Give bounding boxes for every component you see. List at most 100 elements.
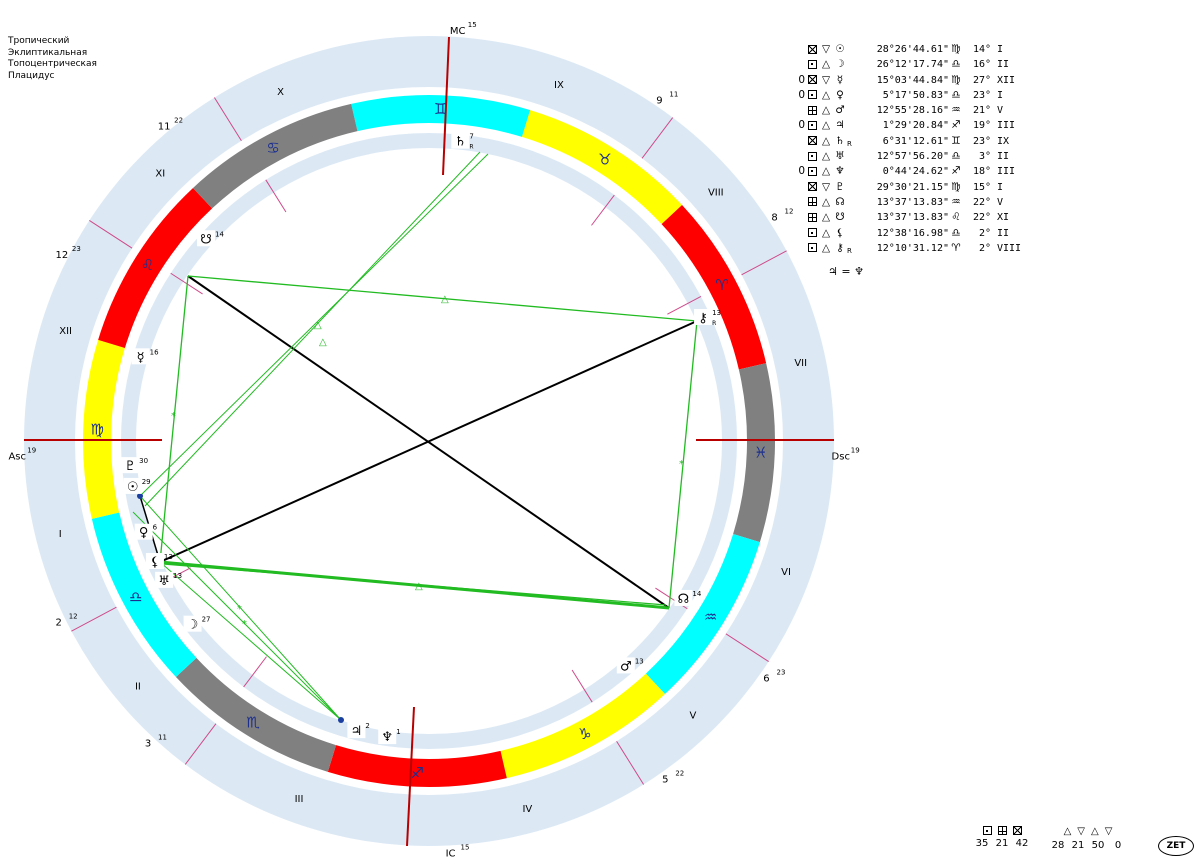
planet-glyph: ♅ [158,574,170,589]
zodiac-sign-glyph: ♐ [411,764,424,782]
planet-degree: 14° [972,44,991,55]
planet-glyph-bg [378,728,397,745]
planet-glyph: ⚸ [836,226,844,239]
setting-coordinates: Эклиптикальная [8,47,88,58]
retrograde-marker [847,62,857,68]
aspect-marker-sextile: * [242,619,247,630]
planet-row: 0△♃1°29'20.84"♐19°III [795,118,1037,133]
summary-value: 50 [1091,840,1105,851]
summary-value: 21 [995,838,1009,849]
planet-degree: 16 [150,348,159,356]
planet-position: 6°31'12.61" [882,135,949,147]
zodiac-sign-glyph: ♈ [715,276,728,294]
zodiac-sign-glyph: ♒ [704,608,717,626]
cusp-label: 12 [56,250,69,261]
planet-position: 28°26'44.61" [876,44,949,55]
cusp-labels: MC1511221223Asc19212311IC15522623Dsc1981… [8,21,859,857]
cusp-label: IC [446,848,456,857]
triangle-up-icon: △ [1063,826,1072,837]
retrograde-marker: R [712,320,716,327]
sign-glyph: ♎ [951,88,961,101]
planet-degree: 27 [202,616,211,624]
element-triangle-icon: △ [821,150,831,163]
zodiac-segment [98,187,213,349]
aspect-box-icon [805,118,819,133]
retrograde-marker [847,215,857,221]
aspect-line-trine [187,275,698,322]
planet-glyph: ♆ [381,730,393,745]
planet-house: I [997,89,1004,101]
aspect-line-opposition [159,320,698,563]
mc-axis [442,36,450,176]
element-triangle-icon: △ [821,165,831,178]
planet-glyph: ♃ [835,119,845,132]
sign-glyph: ♍ [951,43,961,55]
retrograde-marker: R [847,246,852,255]
planet-row: ▽♇29°30'21.15"♍15°I [795,180,1037,195]
aspect-x-icon [807,182,817,192]
planet-glyph-bg [123,477,142,494]
house-cusp-lines [71,97,787,785]
planet-glyph: ☉ [835,43,845,55]
planet-house: I [997,181,1004,193]
zodiac-segment [175,657,337,772]
cusp-tick-outer [616,740,645,785]
zodiac-segment [661,205,767,370]
retrograde-marker [847,154,857,160]
planet-row: △♂12°55'28.16"♒21°V [795,103,1037,118]
planet-house: IX [997,135,1010,147]
zodiac-segment [351,95,531,137]
aspect-box-icon [805,88,819,103]
aspect-box-icon [805,180,819,195]
retrograde-marker [847,108,857,114]
planet-glyph-bg [131,348,150,365]
aspect-lines: △ △ △ △ * * * * [132,151,698,723]
sign-glyph: ♒ [951,195,961,208]
planet-glyph: ☿ [836,73,844,86]
planet-degree: 6 [153,524,158,532]
planet-row: △☽26°12'17.74"♎16°II [795,57,1037,72]
main-axes [24,36,834,847]
aspect-box-icon [805,241,819,256]
aspect-marker-trine: △ [441,294,449,305]
cusp-degree: 23 [72,245,81,253]
sign-glyph: ♒ [951,104,961,117]
aspect-x-icon [807,136,817,146]
planet-glyph: ⚸ [150,555,160,570]
house-numeral: VIII [708,188,724,199]
aspect-box-icon [805,57,819,72]
planet-glyph: ♄ [835,134,845,147]
element-triangle-icon: ▽ [821,180,831,193]
cusp-label: 6 [763,673,769,684]
element-triangle-icon: △ [821,104,831,117]
cusp-label: 9 [656,95,662,106]
zero-marker: 0 [798,165,805,178]
aspect-line-sextile [159,561,342,721]
square-grid-icon [997,826,1007,835]
planet-glyph-bg [347,722,366,739]
planet-glyph: ♄ [455,135,467,150]
sign-glyph: ♐ [951,165,961,178]
retrograde-marker [847,169,857,175]
planet-position: 13°37'13.83" [876,196,949,208]
planet-position: 12°57'56.20" [876,151,949,163]
planet-house: V [997,196,1004,208]
sign-glyph: ♍ [951,180,961,193]
cusp-degree: 11 [158,733,167,741]
planet-degree: 1 [396,728,400,736]
planet-glyph: ☽ [187,618,199,633]
element-triangle-icon: △ [821,119,831,132]
planet-house: XI [997,212,1010,224]
planet-glyph: ♅ [835,150,845,163]
aspect-marker-sextile: * [237,604,242,615]
planet-degree: 22° [972,212,991,224]
retrograde-marker [847,77,857,83]
zero-marker: 0 [798,119,805,132]
planet-house: III [997,166,1016,178]
planet-degree: 22° [972,196,991,208]
planet-degree: 13 [712,309,721,317]
setting-location: Топоцентрическая [8,59,97,69]
element-triangle-icon: △ [821,226,831,239]
